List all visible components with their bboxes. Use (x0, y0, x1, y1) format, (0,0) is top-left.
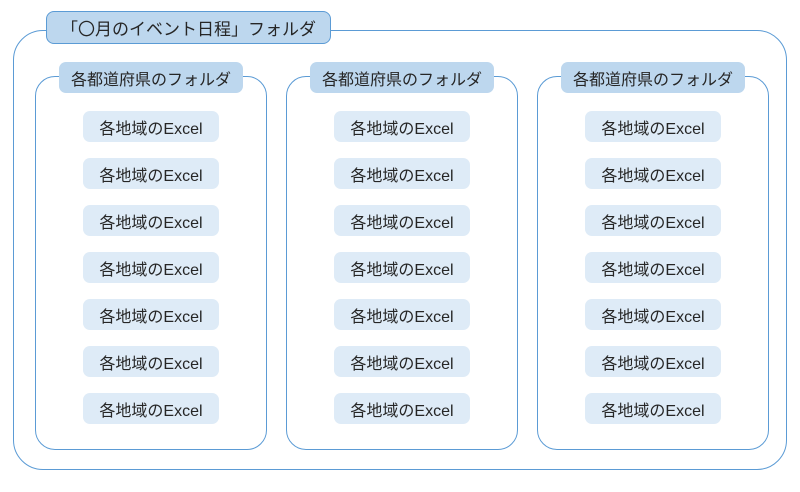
excel-item: 各地域のExcel (83, 111, 219, 142)
excel-item: 各地域のExcel (585, 346, 721, 377)
prefecture-folder-label: 各都道府県のフォルダ (58, 62, 244, 93)
excel-item: 各地域のExcel (585, 205, 721, 236)
excel-item: 各地域のExcel (334, 205, 470, 236)
excel-item: 各地域のExcel (83, 346, 219, 377)
prefecture-folder-label: 各都道府県のフォルダ (560, 62, 746, 93)
excel-list: 各地域のExcel 各地域のExcel 各地域のExcel 各地域のExcel 各地域の… (538, 111, 768, 424)
excel-item: 各地域のExcel (334, 158, 470, 189)
excel-item: 各地域のExcel (83, 299, 219, 330)
excel-item: 各地域のExcel (585, 111, 721, 142)
excel-item: 各地域のExcel (334, 111, 470, 142)
excel-item: 各地域のExcel (334, 299, 470, 330)
excel-list: 各地域のExcel 各地域のExcel 各地域のExcel 各地域のExcel 各地域の… (287, 111, 517, 424)
excel-item: 各地域のExcel (83, 158, 219, 189)
root-folder-label: 「〇月のイベント日程」フォルダ (46, 11, 331, 44)
excel-item: 各地域のExcel (585, 158, 721, 189)
excel-item: 各地域のExcel (585, 393, 721, 424)
excel-item: 各地域のExcel (334, 346, 470, 377)
prefecture-folder-label: 各都道府県のフォルダ (309, 62, 495, 93)
excel-list: 各地域のExcel 各地域のExcel 各地域のExcel 各地域のExcel 各地域の… (36, 111, 266, 424)
excel-item: 各地域のExcel (585, 252, 721, 283)
root-folder-box (13, 30, 787, 470)
excel-item: 各地域のExcel (585, 299, 721, 330)
excel-item: 各地域のExcel (83, 205, 219, 236)
excel-item: 各地域のExcel (83, 252, 219, 283)
excel-item: 各地域のExcel (83, 393, 219, 424)
excel-item: 各地域のExcel (334, 393, 470, 424)
excel-item: 各地域のExcel (334, 252, 470, 283)
